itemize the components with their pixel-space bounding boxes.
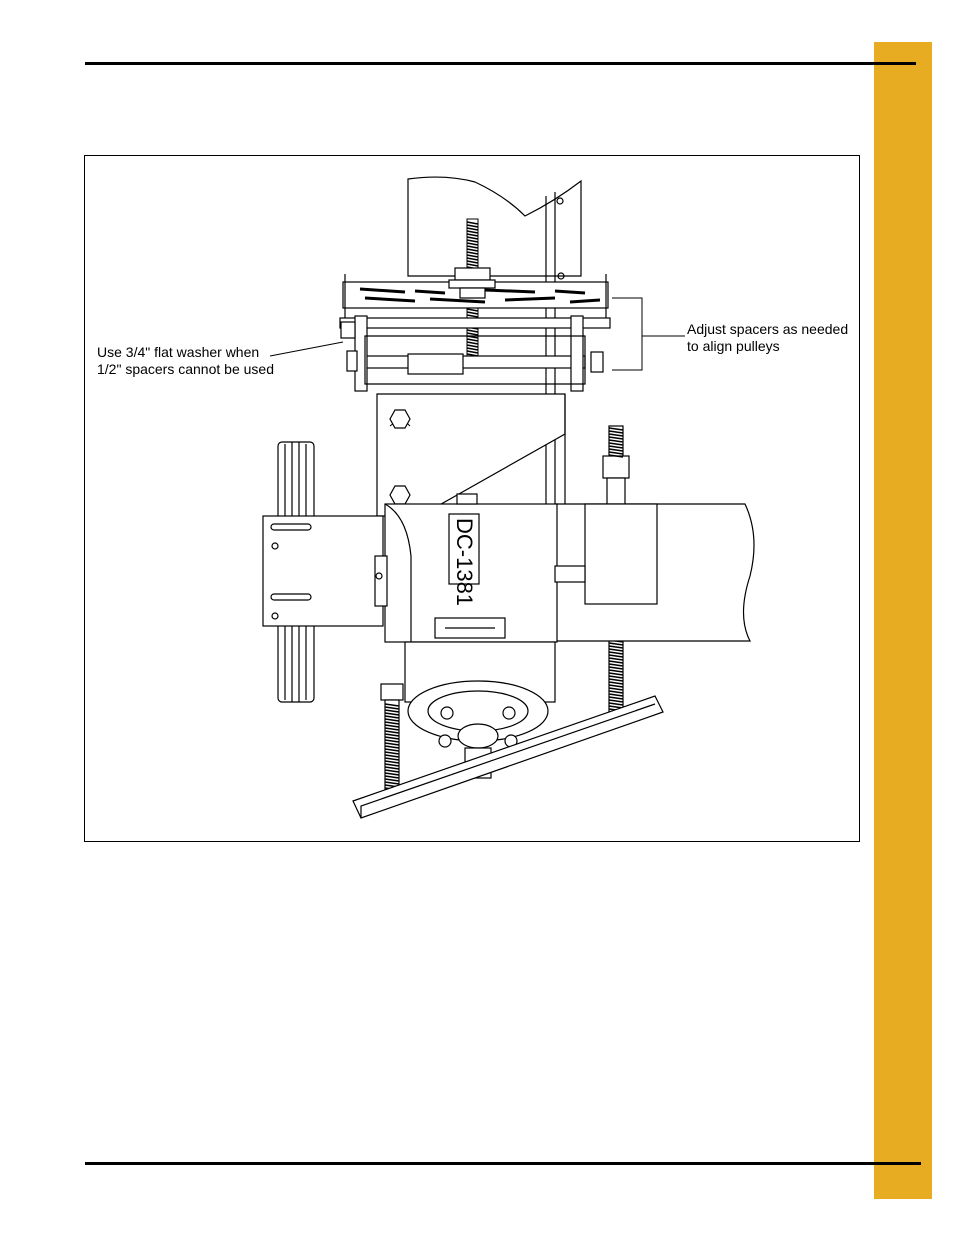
washer-callout-line1: Use 3/4" flat washer when [97,344,260,360]
pulley [262,441,384,703]
spacers-callout: Adjust spacers as needed to align pulley… [687,321,848,355]
horizontal-tube [555,503,755,642]
angle-iron-base [352,695,664,819]
right-rod-threads [608,427,624,715]
spacer-bolt-assembly [339,315,611,392]
washer-callout-line2: 1/2" spacers cannot be used [97,361,274,377]
figure-frame: DC-1381 Use 3/4" flat washer when 1/2" s… [84,155,860,842]
header-rule [85,62,916,65]
motor-bracket [376,393,566,517]
top-clamp-bar [342,267,609,326]
footer-rule [85,1162,921,1165]
vertical-tube [407,176,582,506]
motor-label: DC-1381 [452,518,477,606]
section-tab [874,42,932,1199]
washer-callout: Use 3/4" flat washer when 1/2" spacers c… [97,344,274,378]
spacers-callout-line1: Adjust spacers as needed [687,321,849,337]
motor-body [374,493,586,643]
spacers-callout-line2: to align pulleys [687,338,780,354]
leader-lines [269,297,685,371]
motor-mount-drawing: DC-1381 [262,176,755,819]
